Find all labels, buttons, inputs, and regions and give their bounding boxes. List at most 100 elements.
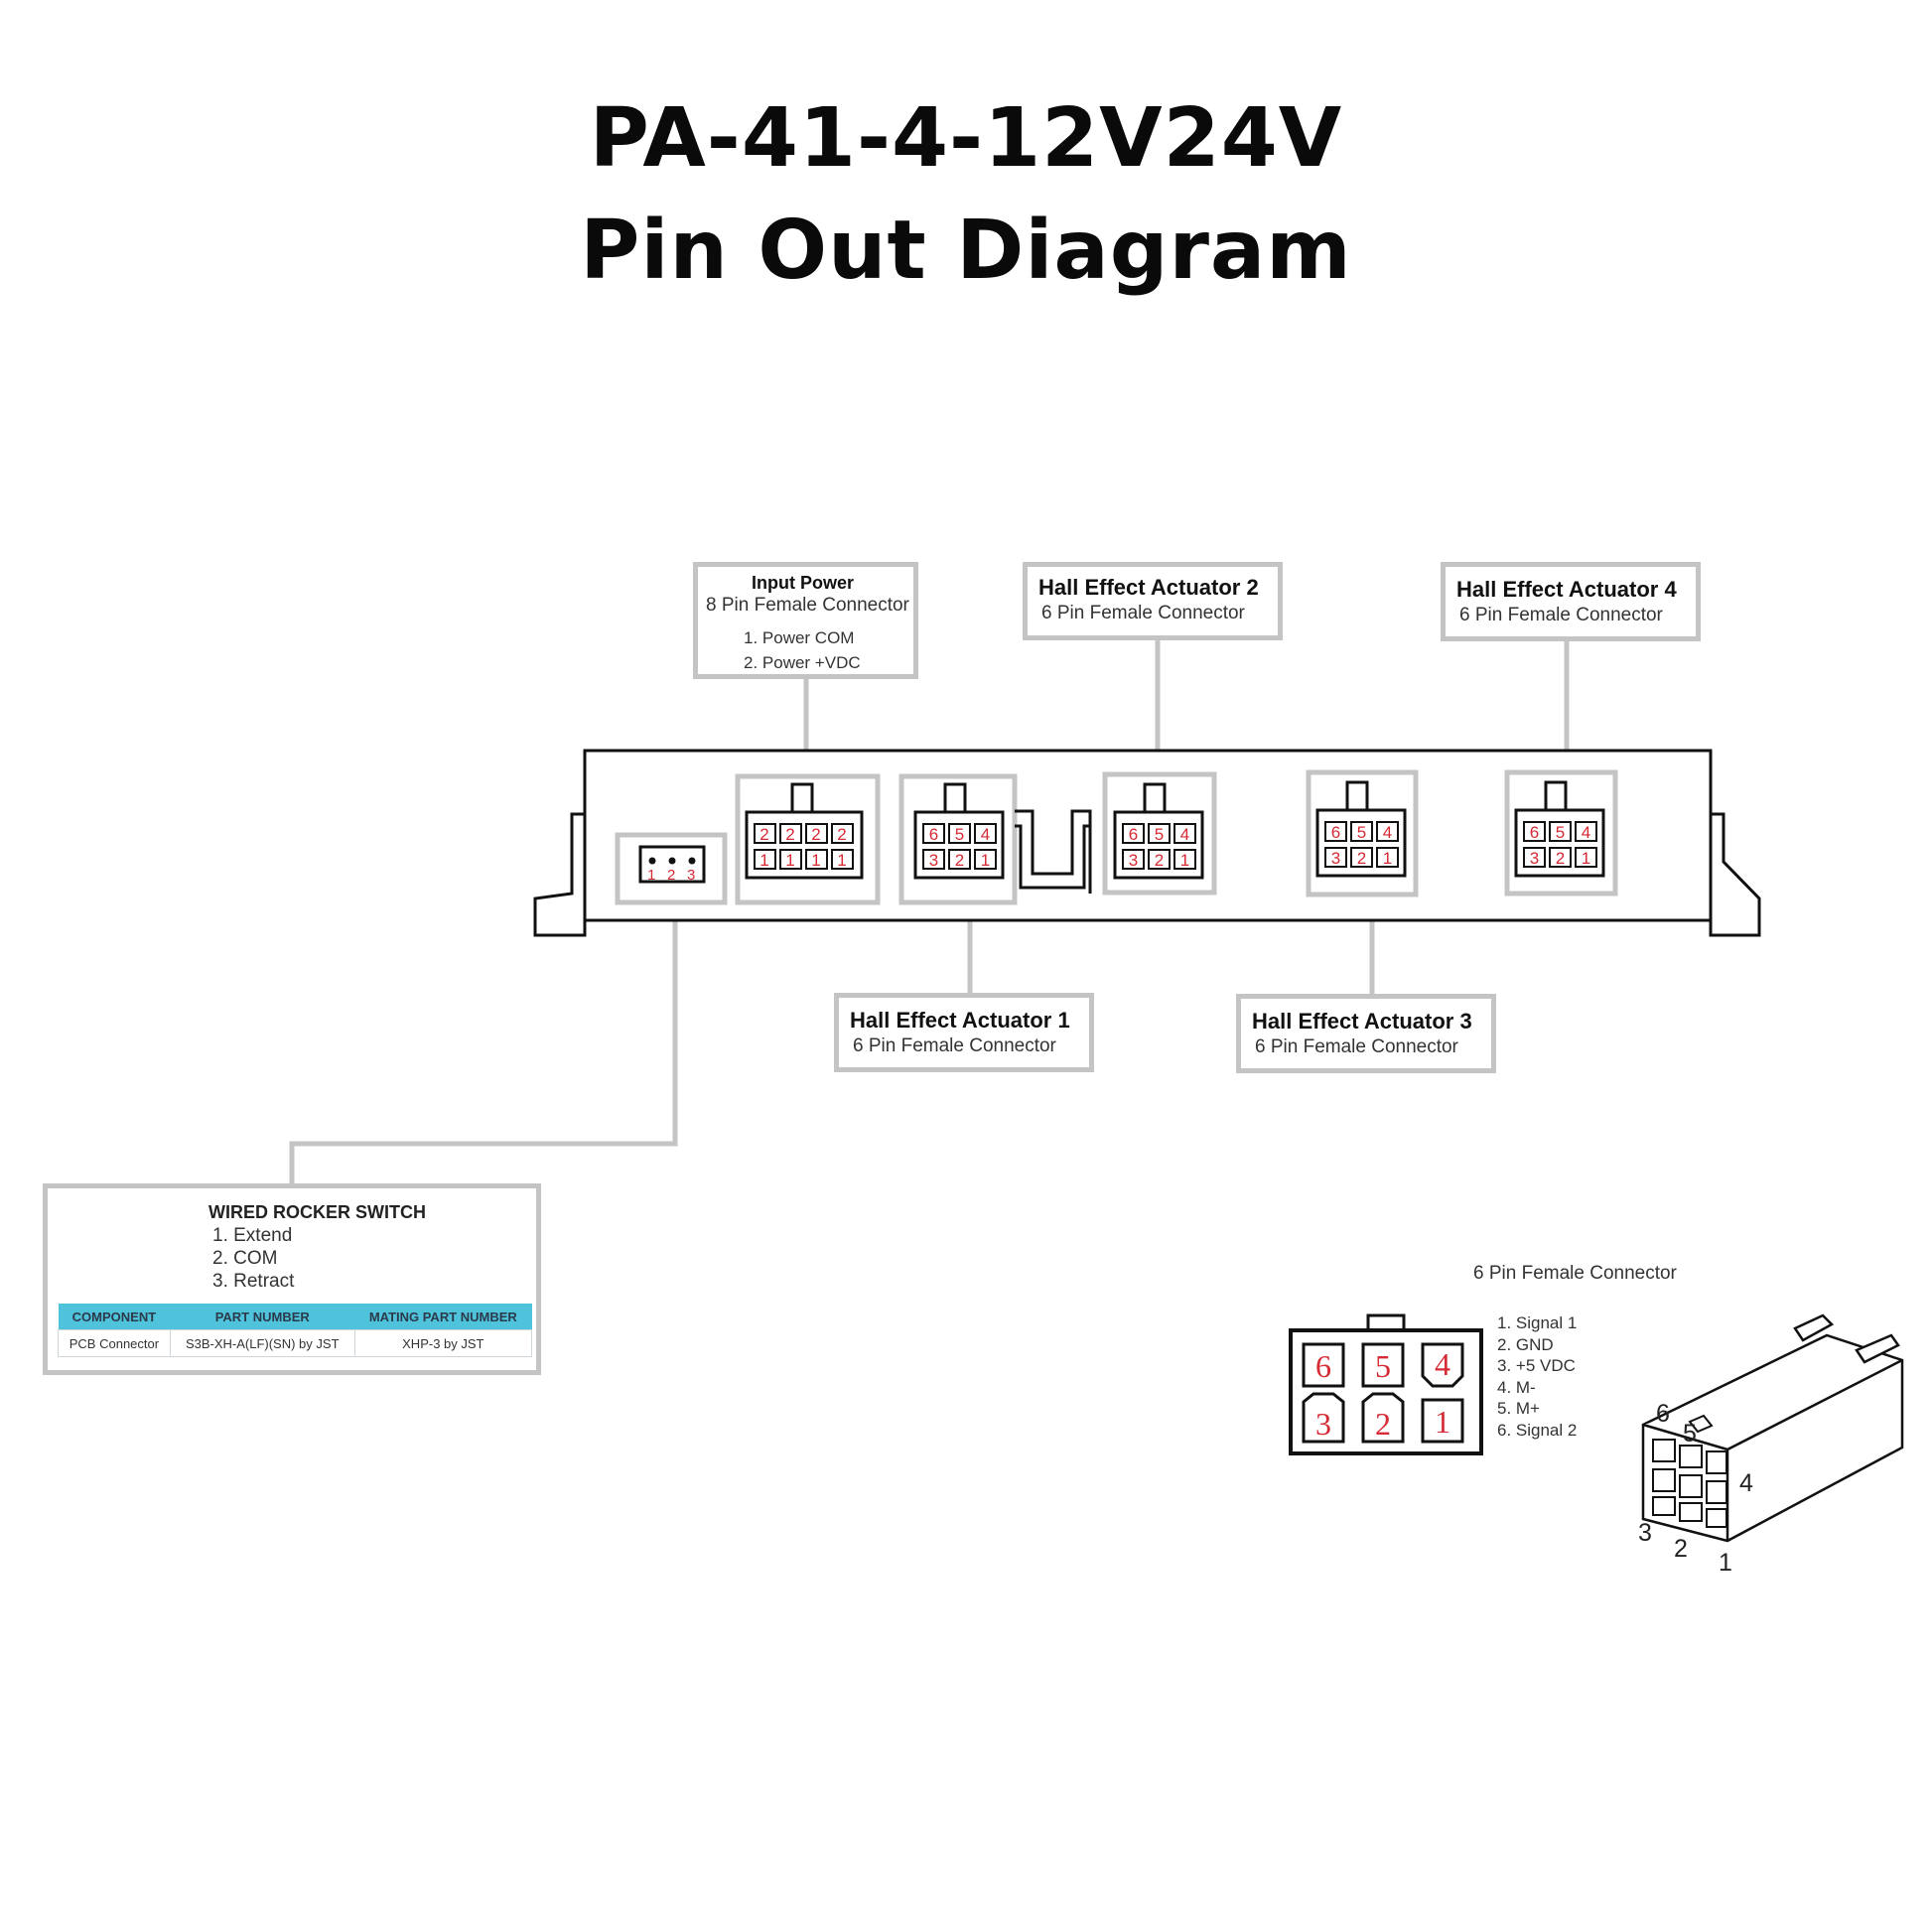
pin-item: 1. Power COM [744, 628, 855, 647]
eight-pin-label: 2 [785, 825, 794, 844]
six-pin-label: 1 [1383, 849, 1392, 868]
hall-actuator-2-title: Hall Effect Actuator 2 [1038, 575, 1259, 600]
six-pin-label: 6 [1331, 823, 1340, 842]
table-header: PART NUMBER [170, 1304, 355, 1330]
six-pin-label: 6 [1129, 825, 1138, 844]
hall-actuator-3-title: Hall Effect Actuator 3 [1252, 1009, 1472, 1034]
table-cell: S3B-XH-A(LF)(SN) by JST [169, 1329, 355, 1357]
hall-actuator-2-label: Hall Effect Actuator 2 6 Pin Female Conn… [1023, 562, 1283, 640]
input-power-pin-list: 1. Power COM 2. Power +VDC [744, 625, 861, 675]
pin-item: 2. Power +VDC [744, 653, 861, 672]
rocker-socket: 1 2 3 [638, 845, 706, 884]
iso-pin-label: 1 [1719, 1549, 1732, 1577]
eight-pin-label: 1 [811, 851, 820, 870]
six-pin-item: 5. M+ [1497, 1399, 1540, 1418]
six-pin-label: 5 [955, 825, 964, 844]
six-pin-label: 6 [929, 825, 938, 844]
hall-actuator-2-subtitle: 6 Pin Female Connector [1041, 603, 1245, 623]
input-power-subtitle: 8 Pin Female Connector [706, 595, 909, 616]
eight-pin-label: 1 [785, 851, 794, 870]
table-header-row: COMPONENT PART NUMBER MATING PART NUMBER [58, 1304, 532, 1330]
hall-actuator-1-label: Hall Effect Actuator 1 6 Pin Female Conn… [834, 993, 1094, 1072]
iso-pin-label: 4 [1739, 1469, 1753, 1497]
face-pin-label: 1 [1435, 1404, 1450, 1440]
six-pin-label: 3 [1530, 849, 1539, 868]
six-pin-item: 2. GND [1497, 1334, 1554, 1354]
six-pin-label: 2 [1155, 851, 1164, 870]
hall-actuator-1-subtitle: 6 Pin Female Connector [853, 1035, 1056, 1056]
wired-rocker-switch-panel: WIRED ROCKER SWITCH 1. Extend 2. COM 3. … [43, 1183, 541, 1375]
eight-pin-label: 2 [811, 825, 820, 844]
rocker-parts-table: COMPONENT PART NUMBER MATING PART NUMBER… [58, 1304, 533, 1357]
rocker-item: 3. Retract [212, 1271, 295, 1292]
six-pin-label: 4 [1180, 825, 1189, 844]
six-pin-item: 6. Signal 2 [1497, 1420, 1578, 1440]
six-pin-label: 1 [981, 851, 990, 870]
six-pin-label: 3 [1129, 851, 1138, 870]
iso-pin-label: 3 [1638, 1519, 1652, 1547]
hall-actuator-4-title: Hall Effect Actuator 4 [1456, 577, 1677, 602]
six-pin-label: 4 [1582, 823, 1590, 842]
hall-actuator-1-title: Hall Effect Actuator 1 [850, 1008, 1070, 1033]
six-pin-label: 3 [1331, 849, 1340, 868]
eight-pin-label: 1 [837, 851, 846, 870]
table-row: PCB Connector S3B-XH-A(LF)(SN) by JST XH… [58, 1329, 533, 1357]
diagram-subtitle: Pin Out Diagram [580, 204, 1352, 298]
rocker-item: 1. Extend [212, 1225, 293, 1246]
leader-rocker [289, 905, 678, 1183]
six-pin-label: 2 [1556, 849, 1565, 868]
rocker-pin-label: 2 [667, 867, 675, 884]
rocker-item: 2. COM [212, 1248, 278, 1269]
connector-highlights [615, 769, 1618, 905]
iso-pin-label: 6 [1656, 1400, 1670, 1428]
rocker-pin-label: 1 [647, 867, 655, 884]
six-pin-label: 5 [1556, 823, 1565, 842]
rocker-pin-label: 3 [687, 867, 695, 884]
six-pin-legend-list: 1. Signal 1 2. GND 3. +5 VDC 4. M- 5. M+… [1497, 1312, 1577, 1441]
table-header: COMPONENT [58, 1304, 171, 1330]
input-power-label: Input Power 8 Pin Female Connector 1. Po… [693, 562, 918, 679]
face-pin-label: 3 [1315, 1406, 1331, 1442]
face-pin-label: 6 [1315, 1348, 1331, 1384]
hall-actuator-3-subtitle: 6 Pin Female Connector [1255, 1036, 1458, 1057]
six-pin-item: 3. +5 VDC [1497, 1356, 1576, 1375]
rocker-pin-list: 1. Extend 2. COM 3. Retract [212, 1224, 294, 1293]
six-pin-label: 1 [1582, 849, 1590, 868]
six-pin-face: 6 5 4 3 2 1 [1289, 1313, 1483, 1455]
six-pin-legend-title: 6 Pin Female Connector [1473, 1263, 1677, 1284]
hall-actuator-4-label: Hall Effect Actuator 4 6 Pin Female Conn… [1441, 562, 1701, 641]
hall-actuator-4-subtitle: 6 Pin Female Connector [1459, 605, 1663, 625]
face-pin-label: 5 [1375, 1348, 1391, 1384]
six-pin-label: 5 [1155, 825, 1164, 844]
six-pin-label: 3 [929, 851, 938, 870]
rocker-title: WIRED ROCKER SWITCH [208, 1202, 426, 1222]
eight-pin-label: 1 [759, 851, 768, 870]
table-cell: PCB Connector [58, 1329, 171, 1357]
eight-pin-label: 2 [837, 825, 846, 844]
six-pin-item: 4. M- [1497, 1377, 1536, 1397]
table-cell: XHP-3 by JST [353, 1329, 533, 1357]
input-power-connector: 2 2 2 2 1 1 1 1 [745, 782, 864, 880]
iso-pin-label: 2 [1674, 1535, 1688, 1563]
six-pin-isometric [1641, 1313, 1904, 1543]
face-pin-label: 4 [1435, 1346, 1450, 1382]
diagram-title: PA-41-4-12V24V [589, 91, 1343, 186]
six-pin-label: 4 [1383, 823, 1392, 842]
six-pin-label: 6 [1530, 823, 1539, 842]
eight-pin-label: 2 [759, 825, 768, 844]
iso-pin-label: 5 [1683, 1420, 1697, 1448]
six-pin-label: 2 [1357, 849, 1366, 868]
six-pin-label: 2 [955, 851, 964, 870]
input-power-title: Input Power [752, 573, 854, 593]
six-pin-label: 1 [1180, 851, 1189, 870]
six-pin-label: 5 [1357, 823, 1366, 842]
hall-actuator-3-label: Hall Effect Actuator 3 6 Pin Female Conn… [1236, 994, 1496, 1073]
six-pin-item: 1. Signal 1 [1497, 1313, 1578, 1332]
six-pin-label: 4 [981, 825, 990, 844]
